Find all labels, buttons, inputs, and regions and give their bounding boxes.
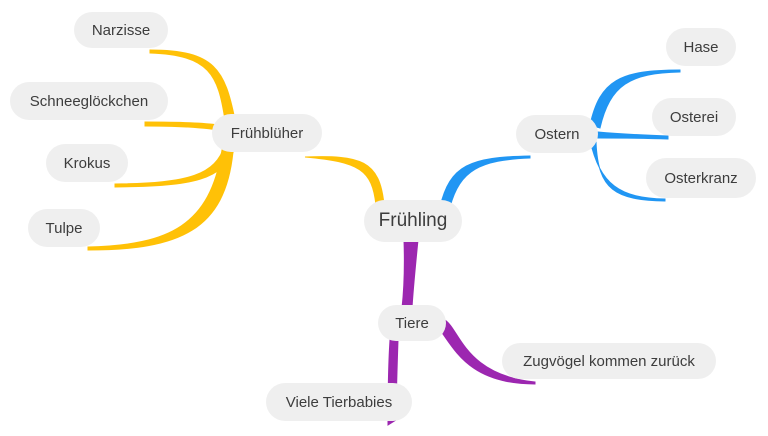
- connector-ostern-hase: [589, 69, 681, 129]
- leaf-node-narzisse[interactable]: Narzisse: [74, 12, 168, 48]
- connector-fruehblueher-schneegloeckchen: [144, 121, 219, 131]
- leaf-node-zugvoegel[interactable]: Zugvögel kommen zurück: [502, 343, 716, 379]
- connector-tiere-zugvoegel: [439, 319, 536, 385]
- connector-central-tiere: [401, 239, 419, 309]
- connector-ostern-osterei: [597, 131, 669, 140]
- leaf-node-krokus[interactable]: Krokus: [46, 144, 128, 182]
- leaf-node-hase[interactable]: Hase: [666, 28, 736, 66]
- connector-fruehblueher-tulpe: [87, 149, 234, 251]
- central-node[interactable]: Frühling: [364, 200, 462, 242]
- connector-ostern-osterkranz: [589, 139, 666, 202]
- branch-node-fruehblueher[interactable]: Frühblüher: [212, 114, 322, 152]
- leaf-node-tierbabies[interactable]: Viele Tierbabies: [266, 383, 412, 421]
- branch-node-ostern[interactable]: Ostern: [516, 115, 598, 153]
- leaf-node-schneegloeckchen[interactable]: Schneeglöckchen: [10, 82, 168, 120]
- connector-fruehblueher-narzisse: [149, 49, 236, 121]
- leaf-node-osterkranz[interactable]: Osterkranz: [646, 158, 756, 198]
- branch-node-tiere[interactable]: Tiere: [378, 305, 446, 341]
- connector-central-ostern: [439, 155, 531, 208]
- connector-central-fruehblueher: [304, 156, 385, 206]
- leaf-node-osterei[interactable]: Osterei: [652, 98, 736, 136]
- leaf-node-tulpe[interactable]: Tulpe: [28, 209, 100, 247]
